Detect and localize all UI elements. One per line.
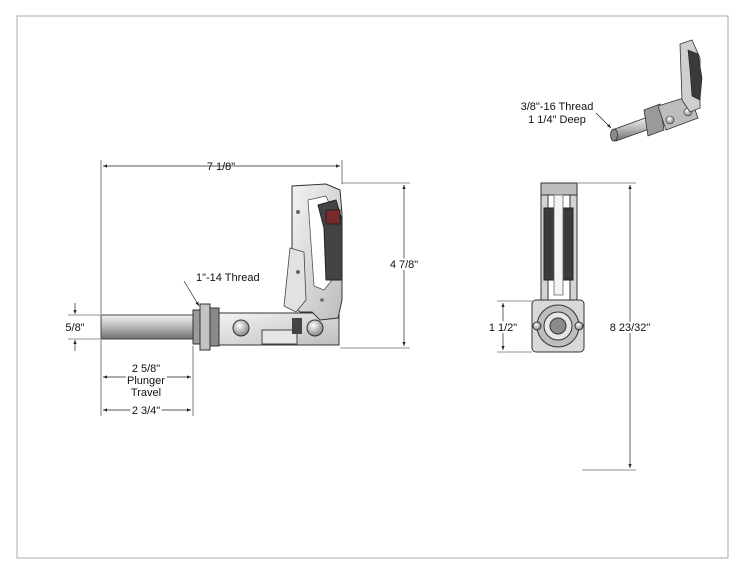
end-pivot-left <box>532 321 542 331</box>
lower-link <box>283 247 307 313</box>
label-mount-thread-1: 3/8"-16 Thread <box>521 101 594 113</box>
side-view <box>100 183 343 351</box>
dim-rod-diameter: 5/8" <box>65 322 84 334</box>
dim-base-length: 2 3/4" <box>132 405 160 417</box>
iso-pivot-1 <box>665 115 675 125</box>
rivet-top <box>296 210 300 214</box>
dim-height: 4 7/8" <box>390 259 418 271</box>
dim-overall-length: 7 1/8" <box>207 161 235 173</box>
iso-grip <box>687 49 703 101</box>
end-view-dimensions: 1 1/2" 8 23/32" <box>487 182 652 471</box>
side-view-dimensions: 7 1/8" 4 7/8" 5/8" 1"-14 Thread 2 5/8" P… <box>63 160 420 419</box>
thread-nut-1 <box>192 309 201 345</box>
body-step <box>261 329 298 345</box>
label-mount-thread-2: 1 1/4" Deep <box>528 114 586 126</box>
end-view <box>531 182 585 353</box>
pivot-ball-left <box>232 319 250 337</box>
iso-nut <box>643 103 665 137</box>
end-pivot-right <box>574 321 584 331</box>
isometric-view: 3/8"-16 Thread 1 1/4" Deep <box>521 39 703 142</box>
grip-band <box>325 209 341 225</box>
rivet-bottom <box>296 270 300 274</box>
end-grip-right <box>562 207 574 281</box>
pivot-ball-right <box>306 319 324 337</box>
end-grip-left <box>543 207 555 281</box>
thread-nut-3 <box>209 307 220 347</box>
dim-end-height: 1 1/2" <box>489 322 517 334</box>
end-rod-face <box>549 317 567 335</box>
thread-nut-2 <box>199 303 211 351</box>
label-main-thread: 1"-14 Thread <box>196 272 260 284</box>
dim-plunger-travel-label-2: Travel <box>131 387 161 399</box>
dim-plunger-travel-label-1: Plunger <box>127 375 165 387</box>
dim-plunger-travel-value: 2 5/8" <box>132 363 160 375</box>
link-pin <box>292 318 302 334</box>
iso-rod-end <box>610 128 618 142</box>
drawing-border <box>16 15 729 559</box>
end-center-slot <box>553 194 564 296</box>
end-top-cap <box>540 182 578 196</box>
rivet-lower <box>320 298 324 302</box>
plunger-rod <box>100 314 198 340</box>
dim-end-overall: 8 23/32" <box>610 322 651 334</box>
